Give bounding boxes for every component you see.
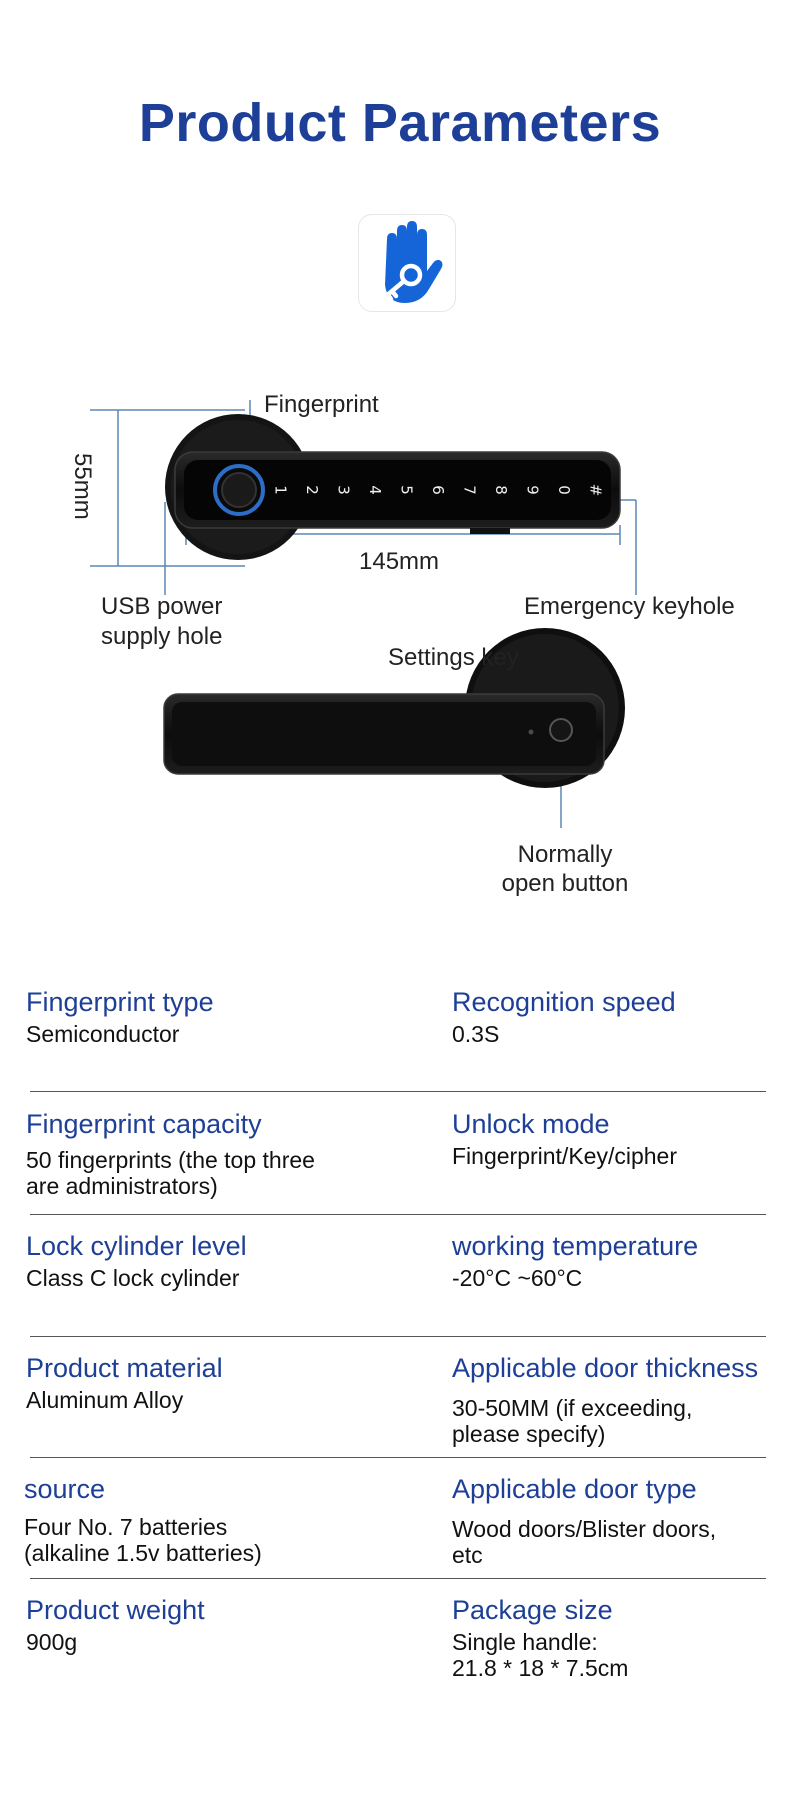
row-divider [30,1214,766,1215]
row-divider [30,1578,766,1579]
lock-diagram: 1 2 3 4 5 6 7 8 9 0 # 55mm Fingerprint 145mm USB p… [0,380,800,920]
param-label: Lock cylinder level [26,1231,247,1261]
keypad-digit: 4 [366,485,384,495]
emergency-keyhole-label: Emergency keyhole [524,593,735,620]
settings-key-icon [528,729,534,735]
keypad-digit: 6 [429,485,447,495]
param-value: Semiconductor [26,1021,180,1047]
keypad-digit: 8 [492,485,510,495]
param-value: 50 fingerprints (the top three are admin… [26,1147,315,1199]
param-value: Single handle: 21.8 * 18 * 7.5cm [452,1629,629,1681]
height-dimension-label: 55mm [69,453,96,520]
param-value: Wood doors/Blister doors, etc [452,1516,717,1568]
brand-logo [358,214,456,312]
keypad-digit: 5 [398,485,416,495]
row-divider [30,1091,766,1092]
length-dimension-label: 145mm [359,548,440,575]
param-label: working temperature [452,1231,699,1261]
keypad-digit: 1 [272,485,290,495]
param-label: Applicable door thickness [452,1353,759,1383]
fingerprint-label: Fingerprint [264,391,379,418]
keypad-digit: 0 [555,485,573,495]
param-value: 900g [26,1629,78,1655]
param-label: Recognition speed [452,987,676,1017]
param-value: -20°C ~60°C [452,1265,583,1291]
param-value: Aluminum Alloy [26,1387,184,1413]
row-divider [30,1336,766,1337]
settings-key-label: Settings key [388,644,519,671]
param-label: Fingerprint type [26,987,214,1017]
param-label: Package size [452,1595,613,1625]
keypad-digit: 9 [524,485,542,495]
keypad-digit: 3 [335,485,353,495]
keypad-digit: 2 [303,485,321,495]
lock-illustration: 1 2 3 4 5 6 7 8 9 0 # [90,400,637,828]
keypad-digit: 7 [461,485,479,495]
hand-key-icon [382,221,443,303]
param-value: Class C lock cylinder [26,1265,240,1291]
usb-hole-label: USB power supply hole [101,593,223,650]
param-label: source [24,1474,106,1504]
normally-open-button-icon [549,718,573,742]
page-title: Product Parameters [138,93,662,153]
normally-open-button-label: Normally open button [501,841,629,897]
param-label: Fingerprint capacity [26,1109,262,1139]
param-label: Applicable door type [452,1474,697,1504]
param-label: Product material [26,1353,223,1383]
row-divider [30,1457,766,1458]
param-label: Unlock mode [452,1109,610,1139]
keypad-digit: # [587,484,605,497]
param-value: Four No. 7 batteries (alkaline 1.5v batt… [24,1514,262,1566]
param-value: 30-50MM (if exceeding, please specify) [452,1395,693,1447]
param-label: Product weight [26,1595,205,1625]
param-value: 0.3S [452,1021,500,1047]
param-value: Fingerprint/Key/cipher [452,1143,677,1169]
